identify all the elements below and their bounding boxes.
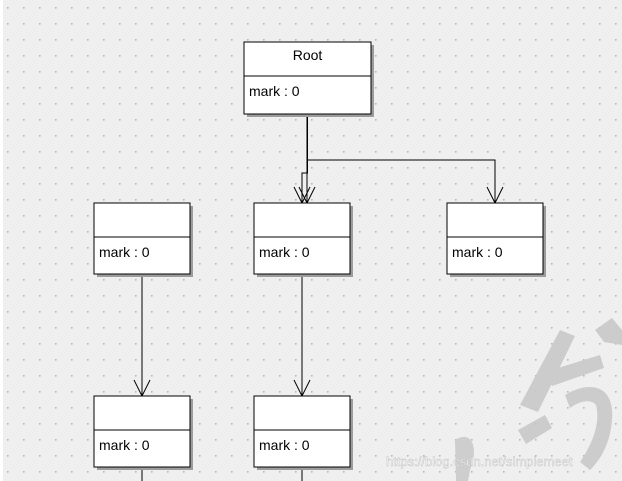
left-border-strip — [0, 0, 3, 481]
class-box-a[interactable]: mark : 0 — [93, 202, 193, 277]
watermark-glyph-stroke — [520, 330, 575, 412]
watermark-glyph-stroke — [545, 355, 604, 386]
class-box-frame — [253, 395, 351, 468]
class-box-frame — [253, 202, 351, 275]
watermark-glyph-stroke — [565, 387, 613, 470]
class-box-frame — [446, 202, 544, 275]
class-box-root[interactable]: Root mark : 0 — [243, 41, 374, 117]
class-box-attribute: mark : 0 — [249, 83, 300, 99]
class-box-b[interactable]: mark : 0 — [253, 202, 353, 277]
class-box-attribute: mark : 0 — [452, 244, 503, 260]
nodes-layer: Root mark : 0 mark : 0 mark : 0 mark : 0 mark… — [93, 41, 546, 470]
class-box-e[interactable]: mark : 0 — [253, 395, 353, 470]
class-box-c[interactable]: mark : 0 — [446, 202, 546, 277]
class-box-frame — [93, 395, 191, 468]
class-box-attribute: mark : 0 — [259, 437, 310, 453]
watermark-glyph-stroke — [595, 318, 622, 345]
class-box-attribute: mark : 0 — [99, 437, 150, 453]
class-box-d[interactable]: mark : 0 — [93, 395, 193, 470]
watermark-glyph-stroke — [518, 415, 552, 444]
class-box-attribute: mark : 0 — [99, 244, 150, 260]
class-box-frame — [93, 202, 191, 275]
class-box-frame — [243, 41, 372, 115]
class-box-attribute: mark : 0 — [259, 244, 310, 260]
watermark: https://blog.csdn.net/simplemeet — [386, 318, 622, 481]
class-box-title: Root — [293, 47, 323, 63]
edge-line — [307, 114, 496, 203]
watermark-glyph-stroke — [455, 436, 475, 481]
watermark-url: https://blog.csdn.net/simplemeet — [386, 454, 573, 469]
